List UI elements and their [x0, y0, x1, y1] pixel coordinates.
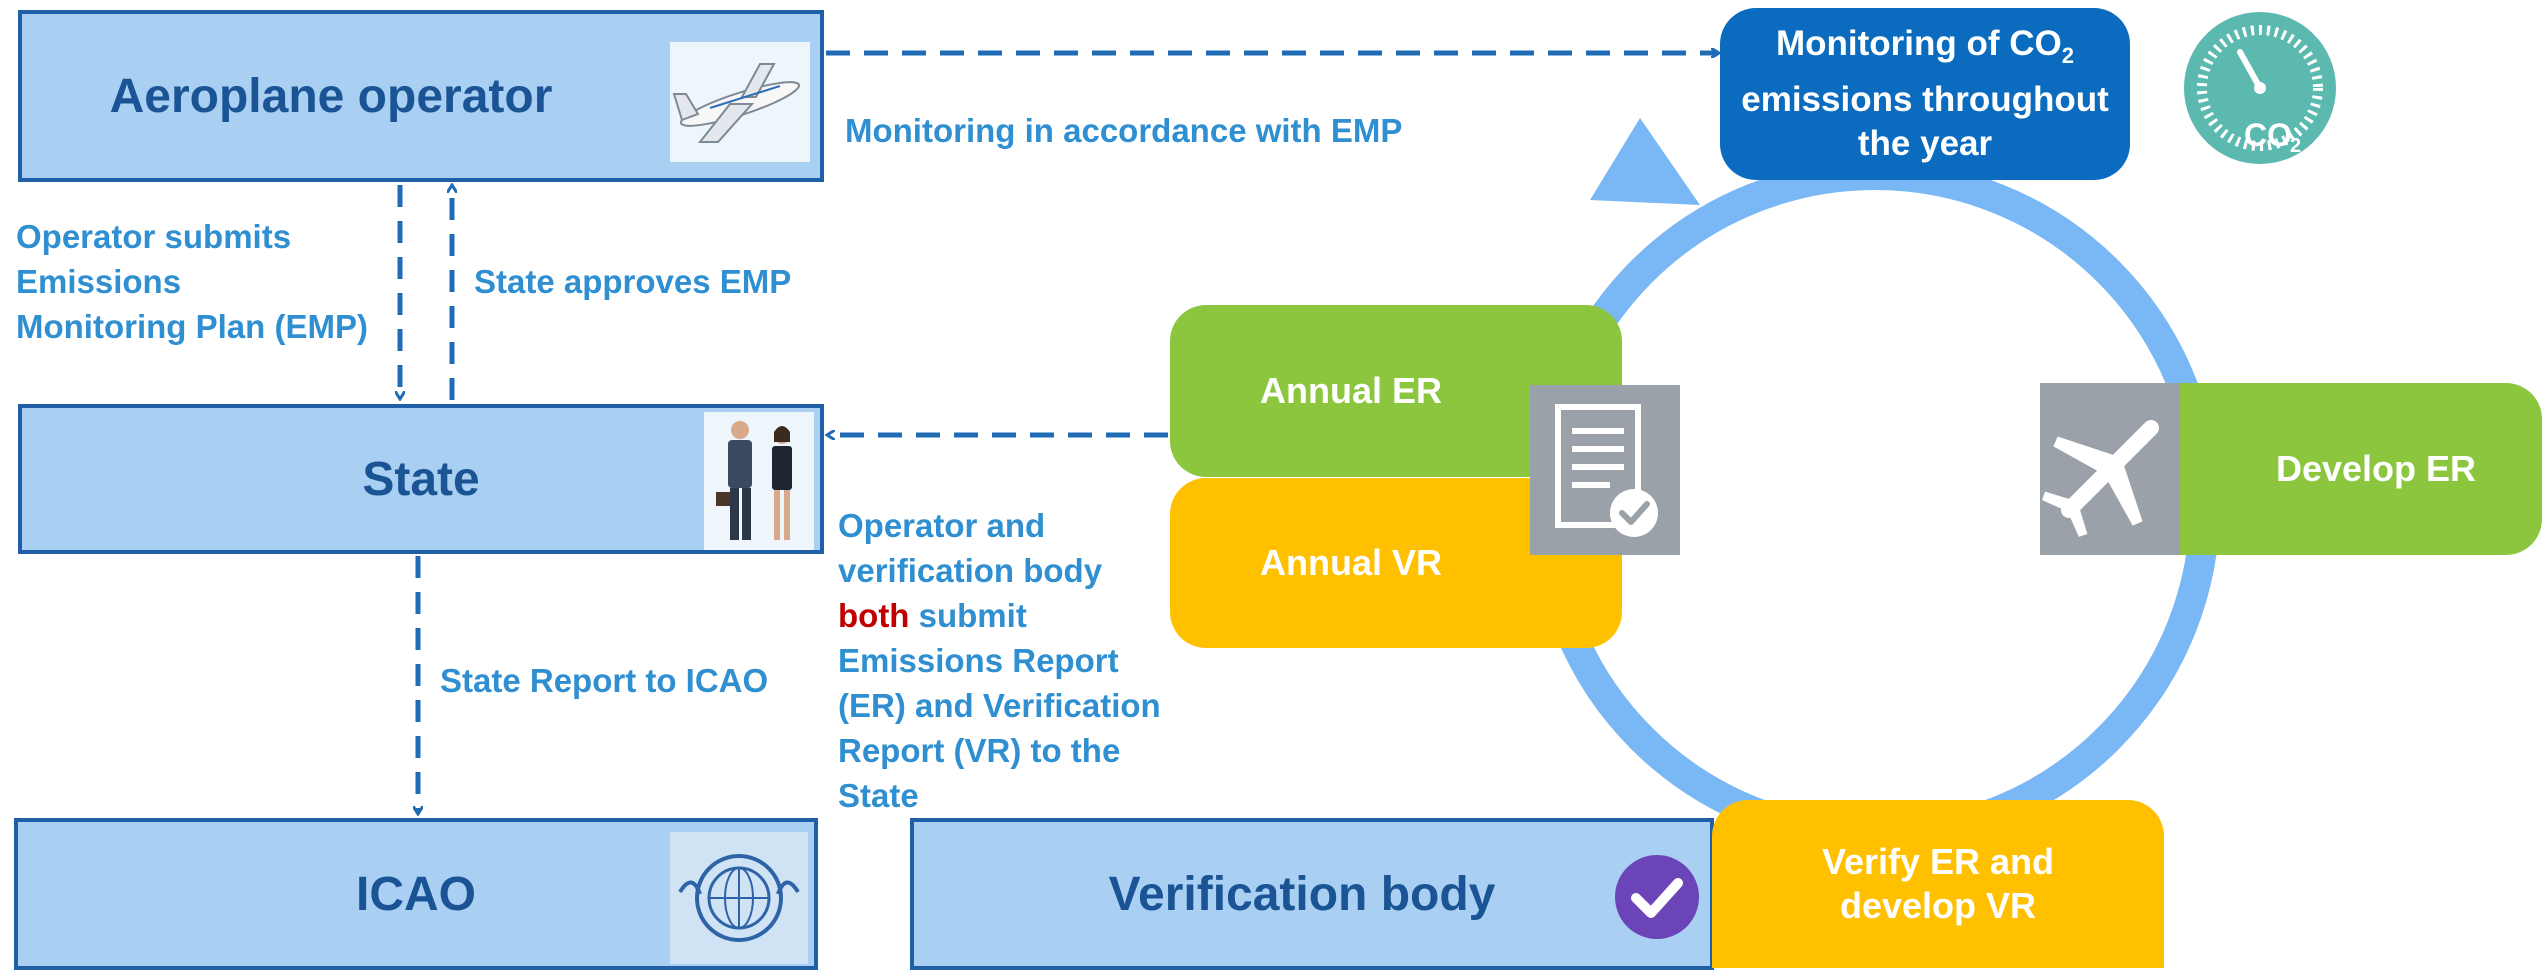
verify-er-step: Verify ER and develop VR [1712, 800, 2164, 968]
submit-emp-line: Emissions [16, 263, 182, 300]
aeroplane-operator-label: Aeroplane operator [109, 69, 553, 123]
document-check-icon [1530, 385, 1680, 555]
report-line-rest: submit [909, 597, 1027, 634]
cycle-arrowhead [1590, 118, 1700, 205]
both-emphasis: both [838, 597, 910, 634]
plane-silhouette-icon [2040, 383, 2180, 555]
verify-er-line1: Verify ER and [1821, 841, 2055, 882]
monitoring-step-line3: the year [1857, 124, 1993, 163]
submit-emp-label: Operator submits Emissions Monitoring Pl… [16, 214, 368, 349]
state-box: State [18, 404, 824, 554]
verification-body-box: Verification body [910, 818, 1714, 970]
aeroplane-operator-box: Aeroplane operator [18, 10, 824, 182]
annual-vr-label: Annual VR [1259, 542, 1442, 583]
monitoring-step-line1: Monitoring of CO2 [1775, 24, 2074, 68]
business-people-icon [704, 412, 814, 550]
co2-gauge-icon: CO 2 [2180, 8, 2340, 168]
state-label: State [362, 452, 480, 506]
report-line: Emissions Report [838, 642, 1119, 679]
monitoring-step: Monitoring of CO2 emissions throughout t… [1720, 8, 2130, 180]
report-submission-label: Operator and verification body both subm… [838, 503, 1161, 818]
icao-box: ICAO [14, 818, 818, 970]
verification-body-label: Verification body [1108, 867, 1496, 921]
report-line: verification body [838, 552, 1103, 589]
report-line: (ER) and Verification [838, 687, 1161, 724]
approve-emp-label: State approves EMP [474, 263, 792, 300]
submit-emp-line: Operator submits [16, 218, 292, 255]
airplane-icon [670, 42, 810, 162]
monitoring-flow-label: Monitoring in accordance with EMP [845, 112, 1403, 149]
monitoring-step-line2: emissions throughout [1741, 80, 2109, 119]
annual-er-label: Annual ER [1259, 370, 1442, 411]
report-line: Operator and [838, 507, 1046, 544]
report-line: State [838, 777, 919, 814]
report-line: both submit [838, 593, 1161, 638]
icao-label: ICAO [356, 867, 476, 921]
develop-er-label: Develop ER [2275, 448, 2477, 489]
co2-gauge-text: CO [2244, 117, 2292, 153]
state-report-label: State Report to ICAO [440, 662, 769, 699]
submit-emp-line: Monitoring Plan (EMP) [16, 308, 368, 345]
icao-emblem-icon [670, 832, 808, 964]
checkmark-badge-icon [1612, 852, 1702, 942]
report-line: Report (VR) to the [838, 732, 1121, 769]
verify-er-line2: develop VR [1839, 885, 2037, 926]
co2-gauge-sub: 2 [2290, 135, 2301, 157]
